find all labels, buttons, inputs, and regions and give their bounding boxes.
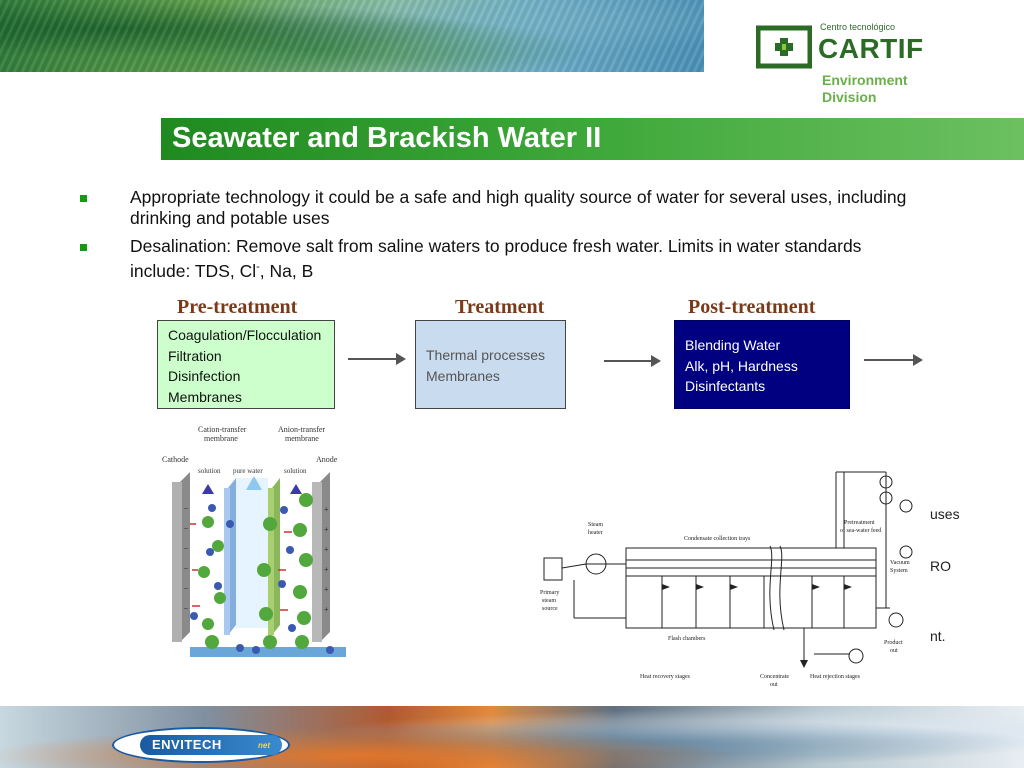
superscript: - [256, 261, 260, 273]
msf-label: source [542, 606, 558, 612]
slide-title: Seawater and Brackish Water II [172, 122, 602, 154]
logo-division-line1: Environment [822, 72, 908, 88]
logo-division-line2: Division [822, 89, 877, 105]
flow-arrow [604, 355, 661, 367]
svg-text:–: – [183, 523, 189, 532]
ed-label: pure water [233, 467, 263, 475]
msf-label: Condensate collection trays [684, 536, 751, 542]
header-photo-banner [0, 0, 704, 72]
process-item: Thermal processes [426, 347, 546, 363]
msf-label: Heat recovery stages [640, 674, 691, 680]
stage-heading-posttreatment: Post-treatment [688, 296, 816, 318]
logo-subtitle: Centro tecnológico [820, 22, 896, 32]
stage-heading-pretreatment: Pre-treatment [177, 296, 298, 318]
msf-label: Product [884, 640, 903, 646]
ed-label: Anion-transfer [278, 425, 325, 434]
process-item: Filtration [168, 347, 222, 364]
posttreatment-box: Blending Water Alk, pH, Hardness Disinfe… [674, 320, 850, 409]
bullet-marker [80, 195, 87, 202]
msf-label: out [890, 648, 898, 654]
svg-text:+: + [324, 565, 329, 574]
svg-text:+: + [324, 605, 329, 614]
hidden-text-fragment: uses [930, 506, 960, 522]
cartif-logo-mark [756, 25, 812, 69]
msf-label: Heat rejection stages [810, 674, 861, 680]
bullet-line: Appropriate technology it could be a saf… [130, 187, 907, 207]
flow-arrow [864, 354, 923, 366]
msf-label: Primary [540, 590, 559, 596]
envitech-logo-text: ENVITECH [152, 737, 222, 752]
bullet-line: drinking and potable uses [130, 208, 330, 228]
process-item: Membranes [168, 388, 242, 405]
ed-label: Cathode [162, 455, 189, 464]
msf-label: Flash chambers [668, 636, 706, 642]
msf-label: System [890, 568, 908, 574]
envitech-logo-band [140, 735, 282, 755]
msf-label: Vacuum [890, 560, 910, 566]
bullet-item: Desalination: Remove salt from saline wa… [130, 236, 980, 282]
flow-arrow [348, 353, 406, 365]
svg-text:+: + [324, 545, 329, 554]
logo-name: CARTIF [818, 33, 924, 64]
title-bar [161, 118, 1024, 160]
pretreatment-box: Coagulation/Flocculation Filtration Disi… [157, 320, 335, 409]
svg-text:–: – [183, 583, 189, 592]
stage-heading-treatment: Treatment [455, 296, 545, 318]
process-item: Disinfectants [685, 378, 766, 394]
ed-label: Cation-transfer [198, 425, 247, 434]
bullet-line: , Na, B [259, 260, 314, 281]
bullet-line: include: TDS, Cl [130, 260, 257, 281]
ed-label: Anode [316, 455, 338, 464]
process-item: Disinfection [168, 368, 241, 384]
ed-label: solution [284, 467, 307, 475]
bullet-line: Desalination: Remove salt from saline wa… [130, 236, 862, 256]
process-item: Membranes [426, 367, 500, 384]
process-item: Blending Water [685, 337, 781, 353]
ed-label: solution [198, 467, 221, 475]
bullet-item: Appropriate technology it could be a saf… [130, 187, 980, 229]
svg-text:–: – [183, 563, 189, 572]
process-item: Alk, pH, Hardness [685, 357, 798, 374]
msf-label: Pretreatment [844, 520, 875, 526]
msf-label: out [770, 682, 778, 688]
ed-label: membrane [204, 434, 238, 443]
treatment-box: Thermal processes Membranes [415, 320, 566, 409]
svg-text:–: – [183, 603, 189, 612]
svg-text:–: – [183, 503, 189, 512]
msf-label: Concentrate [760, 674, 789, 680]
msf-label: of sea-water feed [840, 527, 881, 534]
ed-label: membrane [285, 434, 319, 443]
msf-label: steam [542, 598, 556, 604]
svg-text:+: + [324, 585, 329, 594]
electrodialysis-diagram: Cation-transfer membrane Anion-transfer … [160, 420, 370, 665]
multi-stage-flash-diagram: Steam heater Condensate collection trays… [534, 468, 930, 696]
process-item: Coagulation/Flocculation [168, 327, 322, 343]
svg-text:–: – [183, 543, 189, 552]
svg-text:+: + [324, 525, 329, 534]
svg-text:+: + [324, 505, 329, 514]
msf-label: Steam [588, 522, 603, 528]
bullet-marker [80, 244, 87, 251]
hidden-text-fragment: nt. [930, 628, 946, 644]
envitech-logo-suffix: net [258, 741, 270, 750]
msf-label: heater [588, 530, 603, 536]
hidden-text-fragment: RO [930, 558, 951, 574]
